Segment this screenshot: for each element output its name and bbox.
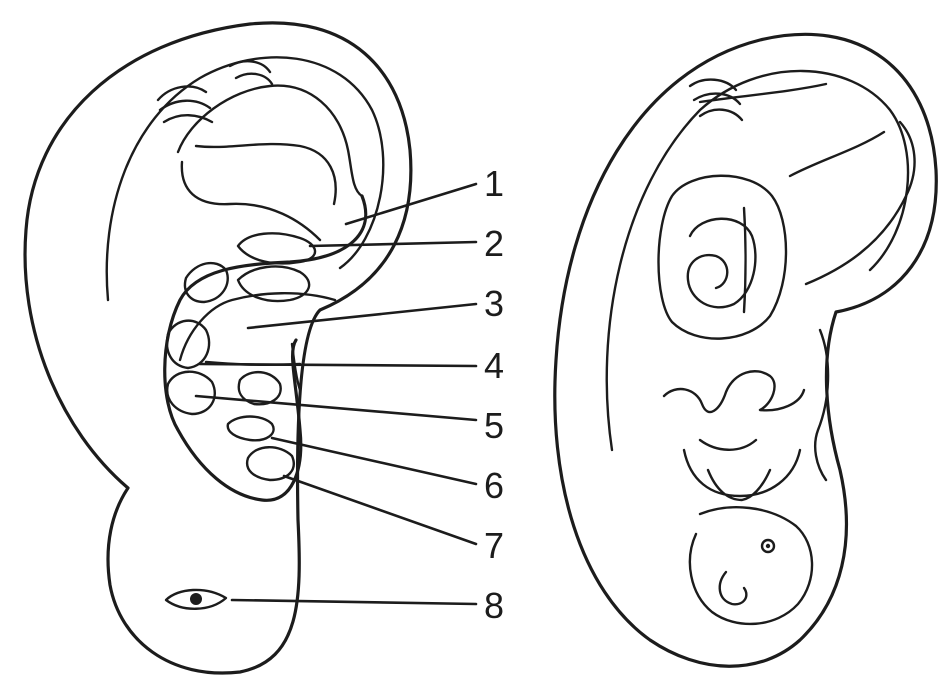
right-ear-lobe-eye-dot <box>766 544 770 548</box>
left-ear-zone-blob-1 <box>238 233 315 263</box>
label-5: 5 <box>484 405 504 446</box>
right-ear-legs-motif <box>684 450 800 500</box>
right-ear-side-curve <box>815 330 828 480</box>
left-ear-concha <box>165 196 366 500</box>
right-ear <box>555 34 936 666</box>
right-ear-coil-bar <box>744 208 746 312</box>
right-ear-fossa <box>700 84 884 176</box>
right-ear-helix-rim <box>607 71 908 450</box>
right-ear-antihelix <box>806 122 915 284</box>
left-ear-inner-line <box>206 344 300 390</box>
left-ear-helix-rim <box>107 57 384 300</box>
right-ear-lobe-ear-shape <box>720 572 747 604</box>
leader-line-5 <box>196 396 476 420</box>
right-ear-outer-contour <box>555 34 936 666</box>
right-ear-lobe-head <box>690 507 812 624</box>
label-1: 1 <box>484 163 504 204</box>
left-ear-fossa-lower <box>182 162 320 240</box>
label-4: 4 <box>484 345 504 386</box>
leader-line-6 <box>272 438 476 484</box>
leader-line-7 <box>284 476 476 544</box>
label-6: 6 <box>484 465 504 506</box>
left-ear-zone-blob-3 <box>185 263 228 302</box>
left-ear-body-motif <box>196 144 336 204</box>
leader-line-3 <box>248 304 476 328</box>
left-ear-zone-blob-8 <box>247 447 294 480</box>
left-ear-outer-contour <box>25 23 411 673</box>
leader-line-8 <box>232 600 476 604</box>
number-labels: 1 2 3 4 5 6 7 8 <box>484 163 504 626</box>
label-2: 2 <box>484 223 504 264</box>
right-ear-coil-outer <box>659 176 787 339</box>
left-ear-zone-blob-7 <box>228 417 274 441</box>
label-7: 7 <box>484 525 504 566</box>
right-ear-torso-motif <box>664 371 804 450</box>
leader-line-4 <box>200 364 476 366</box>
left-ear-lobe-eye-pupil <box>190 593 202 605</box>
left-ear-zone-blob-4 <box>167 321 209 368</box>
label-3: 3 <box>484 283 504 324</box>
left-ear-zone-blob-5 <box>167 372 215 414</box>
label-8: 8 <box>484 585 504 626</box>
left-ear <box>25 23 411 673</box>
